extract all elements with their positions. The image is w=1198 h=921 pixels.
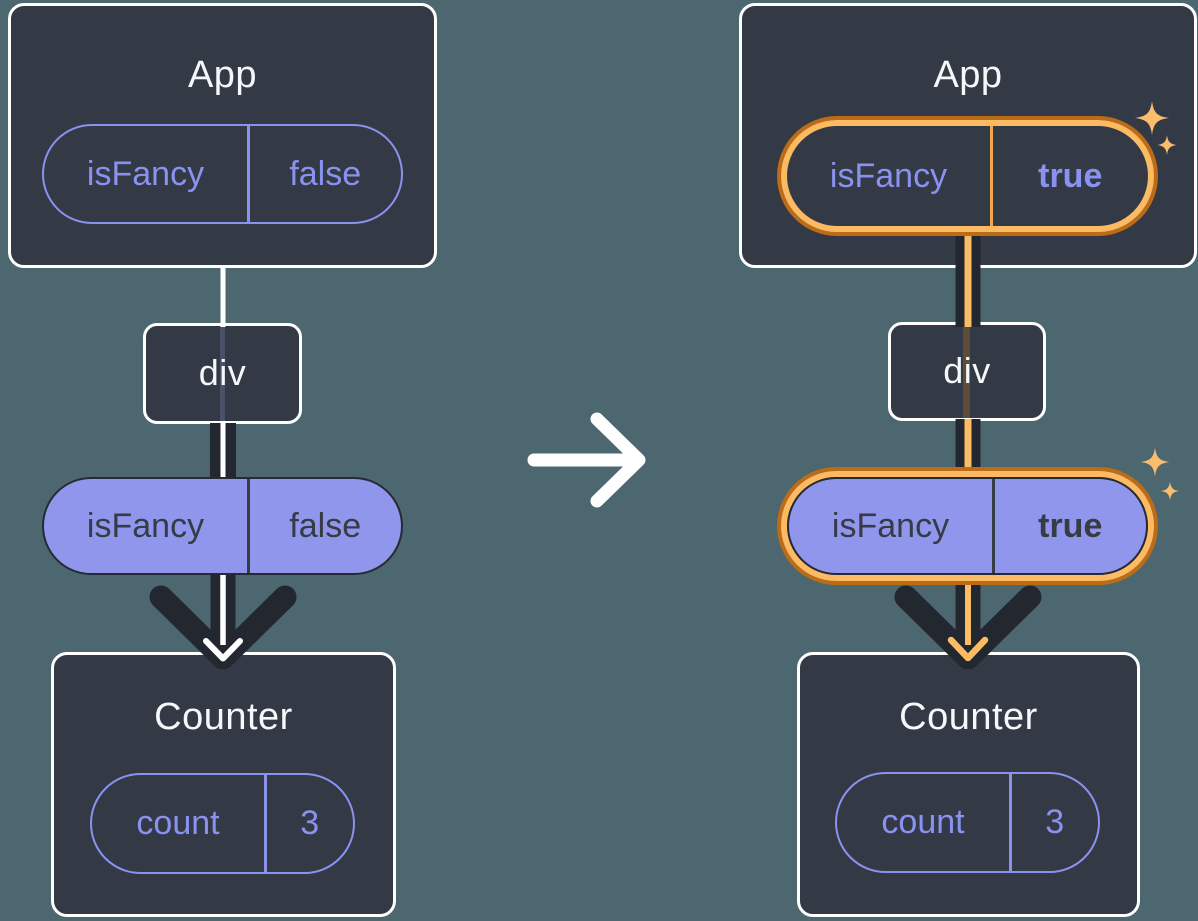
pill-divider bbox=[992, 479, 995, 573]
prop-name: isFancy bbox=[831, 506, 950, 545]
pill-divider bbox=[264, 775, 267, 872]
ghost-flow-line bbox=[220, 326, 225, 421]
prop-value: true bbox=[1038, 156, 1103, 195]
pill-divider bbox=[990, 126, 993, 226]
prop-name: isFancy bbox=[86, 154, 205, 193]
after-div-label: div bbox=[943, 350, 991, 391]
after-counter-node: Counter count 3 bbox=[797, 652, 1140, 917]
after-passed-prop-pill: isFancy true bbox=[787, 477, 1148, 575]
after-passed-prop-pill-highlight-ring: isFancy true bbox=[781, 471, 1154, 581]
prop-value: true bbox=[1038, 506, 1103, 545]
state-value: 3 bbox=[1045, 803, 1065, 841]
after-app-prop-pill: isFancy true bbox=[787, 126, 1148, 226]
before-counter-title: Counter bbox=[154, 696, 293, 738]
ghost-flow-line bbox=[963, 325, 970, 418]
after-counter-title: Counter bbox=[899, 696, 1038, 738]
state-name: count bbox=[136, 804, 220, 842]
before-counter-node: Counter count 3 bbox=[51, 652, 396, 917]
before-passed-prop-pill: isFancy false bbox=[42, 477, 403, 575]
state-value: 3 bbox=[300, 804, 320, 842]
transition-arrow-icon bbox=[527, 412, 646, 508]
before-app-prop-pill: isFancy false bbox=[42, 124, 403, 224]
after-div-node: div bbox=[888, 322, 1046, 421]
prop-name: isFancy bbox=[829, 156, 948, 195]
after-app-prop-pill-highlight-ring: isFancy true bbox=[781, 120, 1154, 232]
before-count-state-pill: count 3 bbox=[90, 773, 355, 874]
prop-name: isFancy bbox=[86, 506, 205, 545]
prop-value: false bbox=[289, 154, 362, 193]
sparkle-icon bbox=[1160, 481, 1180, 501]
after-state-chevron-icon bbox=[894, 585, 1042, 670]
after-app-title: App bbox=[933, 54, 1003, 96]
state-name: count bbox=[881, 803, 965, 841]
before-div-label: div bbox=[198, 352, 247, 393]
before-div-node: div bbox=[143, 323, 302, 424]
before-state-chevron-icon bbox=[149, 585, 297, 670]
after-count-state-pill: count 3 bbox=[835, 772, 1100, 873]
before-app-title: App bbox=[187, 54, 258, 96]
pill-divider bbox=[247, 479, 250, 573]
pill-divider bbox=[247, 126, 250, 222]
prop-value: false bbox=[289, 506, 362, 545]
pill-divider bbox=[1009, 774, 1012, 871]
sparkle-icon bbox=[1140, 447, 1170, 477]
